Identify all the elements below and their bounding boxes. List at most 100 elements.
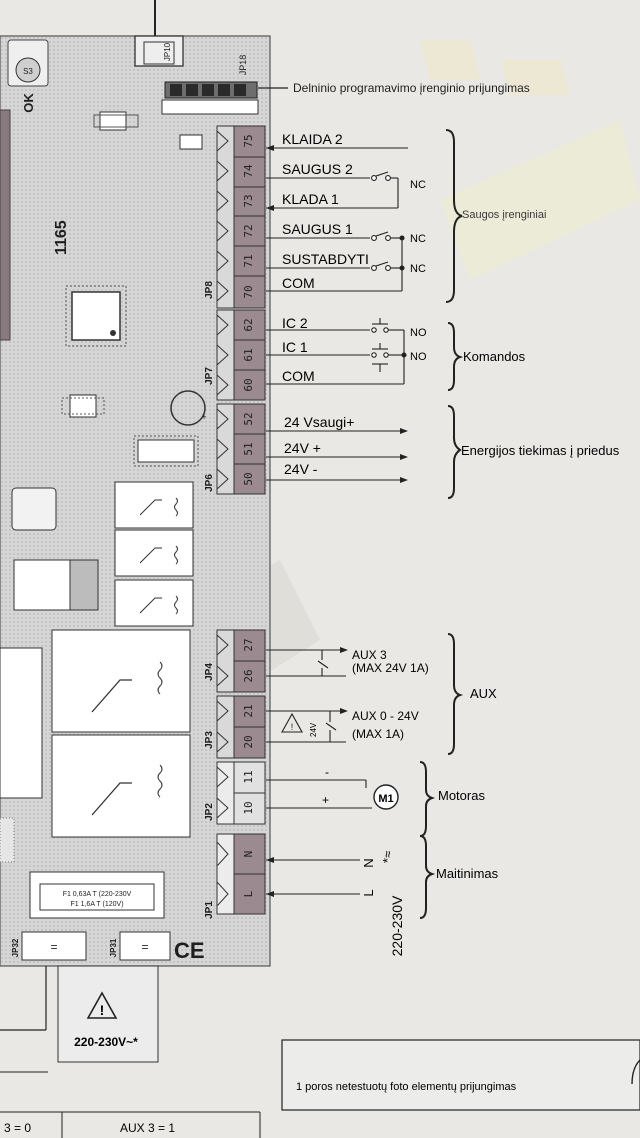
com-label-1: COM <box>282 275 315 291</box>
photo-note: 1 poros netestuotų foto elementų prijung… <box>296 1081 517 1093</box>
supply-l-label: L <box>361 889 376 896</box>
terminal-51: 51 <box>242 442 255 455</box>
terminal-75: 75 <box>242 134 255 147</box>
aux-arrows <box>340 647 348 714</box>
svg-text:+: + <box>201 412 206 422</box>
terminal-73: 73 <box>242 194 255 207</box>
small-component <box>179 134 203 150</box>
terminal-60: 60 <box>242 378 255 391</box>
terminal-l: L <box>242 890 255 897</box>
terminal-70: 70 <box>242 285 255 298</box>
aux-right-value: AUX 3 = 1 <box>120 1121 175 1135</box>
relay-1 <box>114 481 194 529</box>
klada1-label: KLADA 1 <box>282 191 339 207</box>
supply-mark: *≈ <box>380 851 395 863</box>
terminal-72: 72 <box>242 224 255 237</box>
aux0-line2: (MAX 1A) <box>352 727 404 741</box>
dip-chip <box>133 435 199 467</box>
safety-arrows <box>266 145 274 211</box>
regulator <box>11 487 57 531</box>
terminal-numbers: 75 74 73 72 71 70 62 61 60 52 51 50 27 2… <box>242 134 255 897</box>
vsaugi-label: 24 Vsaugi+ <box>284 414 354 430</box>
programmer-connection: Delninio programavimo įrenginio prijungi… <box>258 81 530 95</box>
ic1-label: IC 1 <box>282 339 308 355</box>
terminal-62: 62 <box>242 318 255 331</box>
capacitor: + <box>170 390 207 426</box>
jp8-label: JP8 <box>204 281 215 299</box>
jp3-label: JP3 <box>204 731 215 749</box>
photocell-note-box: 1 poros netestuotų foto elementų prijung… <box>281 1039 640 1111</box>
jp7-label: JP7 <box>204 367 215 385</box>
saugus2-label: SAUGUS 2 <box>282 161 353 177</box>
big-relay-2 <box>51 734 191 838</box>
safety-wiring <box>266 147 408 292</box>
jp18-label: JP18 <box>238 55 248 76</box>
jp10-label: JP10 <box>163 42 172 61</box>
terminal-n: N <box>242 851 255 858</box>
no-label-1: NO <box>410 327 427 339</box>
terminal-11: 11 <box>242 770 255 783</box>
group-energijos: Energijos tiekimas į priedus <box>461 443 620 458</box>
jp18-header: JP18 <box>161 55 259 115</box>
supply-arrows <box>266 857 274 897</box>
svg-text:!: ! <box>100 1002 105 1018</box>
jp4-label: JP4 <box>204 663 215 681</box>
nc-label-3: NC <box>410 263 426 275</box>
fuse-line2: F1 1,6A T (120V) <box>70 901 123 908</box>
klaida2-label: KLAIDA 2 <box>282 131 343 147</box>
chip-label: 1165 <box>53 220 70 255</box>
com-label-2: COM <box>282 368 315 384</box>
group-saugos: Saugos įrenginiai <box>462 209 546 221</box>
jp32-terminal: = JP32 <box>11 931 87 961</box>
terminal-61: 61 <box>242 348 255 361</box>
accessory-power-wiring <box>266 430 406 481</box>
jp2-label: JP2 <box>204 803 215 821</box>
warning-block: ! 220-230V~* <box>0 965 159 1073</box>
terminal-26: 26 <box>242 669 255 682</box>
terminal-21: 21 <box>242 704 255 717</box>
terminal-strip: JP8 JP7 JP6 JP4 JP3 JP2 <box>204 125 266 919</box>
motor-wiring <box>266 779 399 810</box>
saugus1-label: SAUGUS 1 <box>282 221 353 237</box>
s3-button: S3 <box>7 39 49 87</box>
programmer-label: Delninio programavimo įrenginio prijungi… <box>293 81 530 95</box>
group-braces <box>419 129 464 919</box>
small-ic-top <box>93 111 139 131</box>
microcontroller <box>65 285 127 347</box>
group-aux: AUX <box>470 686 497 701</box>
group-motoras: Motoras <box>438 788 485 803</box>
jp32-label: JP32 <box>11 938 20 957</box>
aux3-line1: AUX 3 <box>352 648 387 662</box>
ic2-label: IC 2 <box>282 315 308 331</box>
ok-label: OK <box>21 93 36 113</box>
transformer-block <box>0 647 43 799</box>
s3-label: S3 <box>23 67 33 76</box>
jp31-label: JP31 <box>109 938 118 957</box>
terminal-74: 74 <box>242 164 255 178</box>
nc-label-1: NC <box>410 179 426 191</box>
motor-plus-label: + <box>322 793 329 807</box>
terminal-20: 20 <box>242 735 255 748</box>
jp1-label: JP1 <box>204 901 215 919</box>
aux-setting-table: 3 = 0 AUX 3 = 1 <box>0 1111 261 1138</box>
v24-minus-label: 24V - <box>284 461 318 477</box>
supply-n-label: N <box>361 858 376 867</box>
accessory-arrows <box>400 428 408 483</box>
svg-text:!: ! <box>291 722 294 732</box>
fuse-line1: F1 0,63A T (220-230V <box>63 891 132 898</box>
svg-text:=: = <box>141 940 148 954</box>
small-chip <box>61 394 105 418</box>
aux-wiring <box>266 649 346 743</box>
aux3-line2: (MAX 24V 1A) <box>352 661 429 675</box>
ce-mark: CE <box>174 938 205 963</box>
terminal-52: 52 <box>242 412 255 425</box>
circuit-board: S3 OK JP10 JP18 1165 <box>0 0 271 967</box>
relay-3 <box>114 579 194 627</box>
supply-wiring <box>266 859 360 895</box>
nc-label-2: NC <box>410 233 426 245</box>
terminal-71: 71 <box>242 254 255 267</box>
big-relay-1 <box>51 629 191 733</box>
no-label-2: NO <box>410 351 427 363</box>
group-maitinimas: Maitinimas <box>436 866 499 881</box>
